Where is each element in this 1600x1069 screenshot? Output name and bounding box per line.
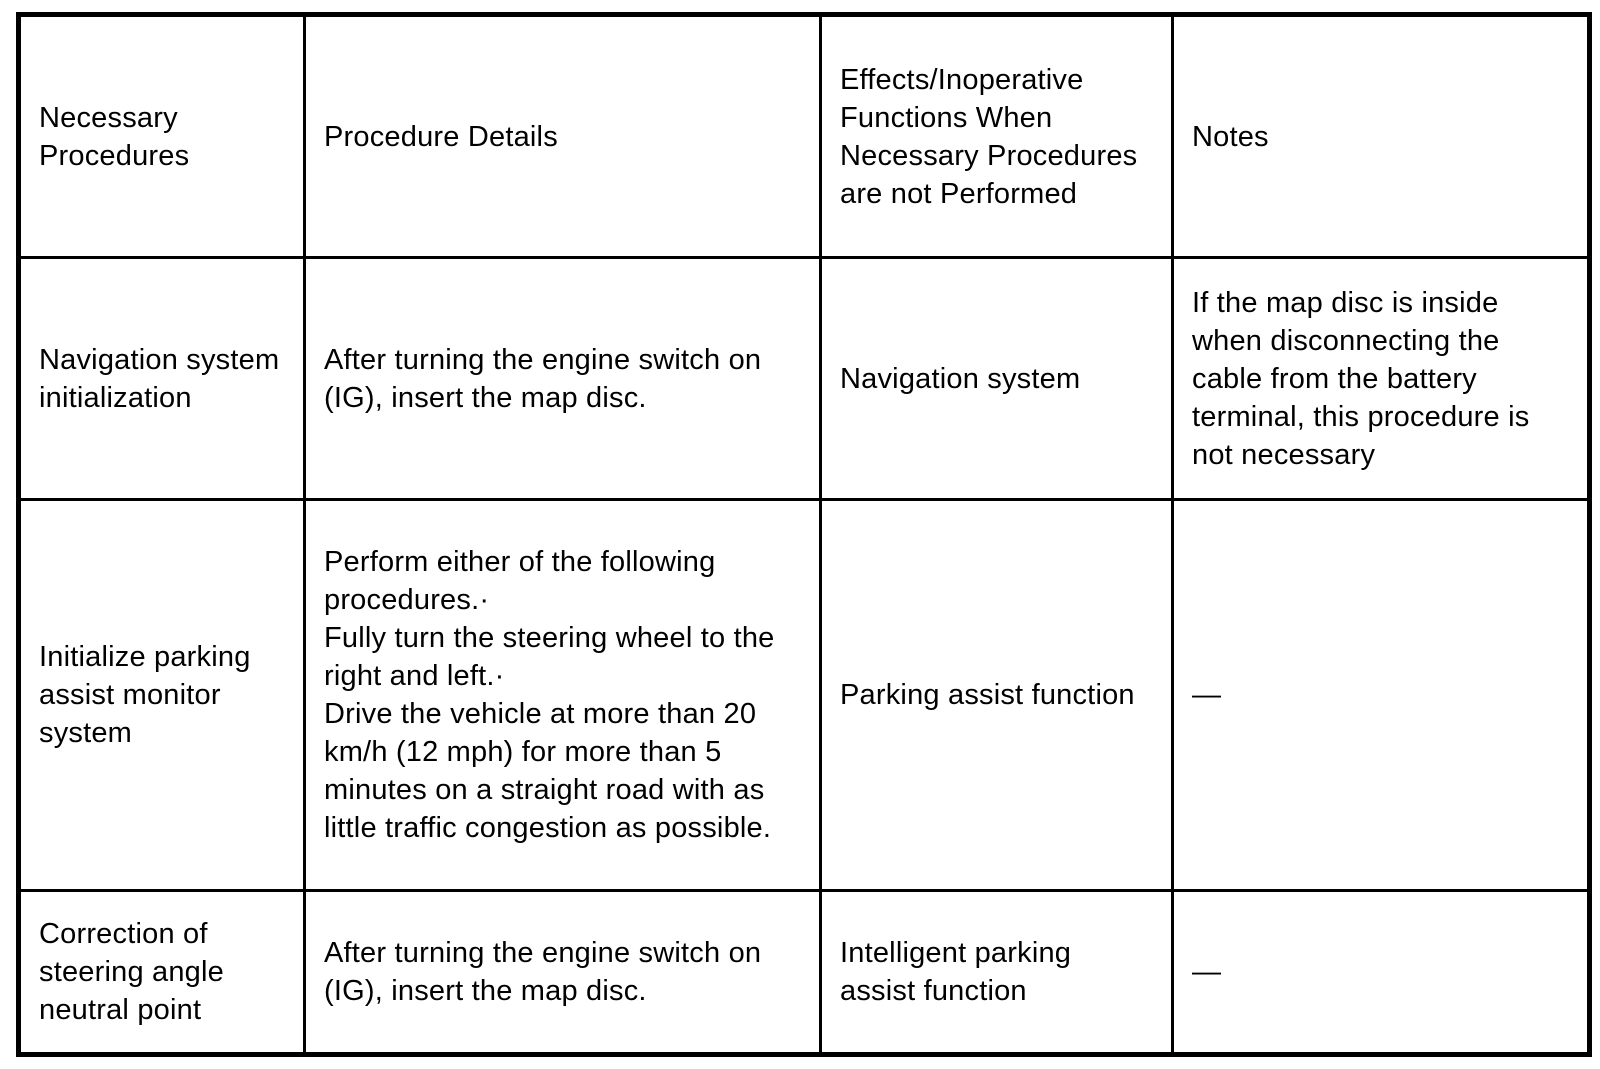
table-row-parking-assist-initialization: Initialize parking assist monitor system… [17, 498, 1591, 892]
table-header-row: Necessary Procedures Procedure Details E… [17, 13, 1591, 259]
cell-necessary-procedure: Navigation system initialization [17, 256, 306, 501]
cell-notes-dash: — [1171, 498, 1591, 892]
cell-necessary-procedure: Correction of steering angle neutral poi… [17, 889, 306, 1056]
cell-effects: Parking assist function [819, 498, 1174, 892]
cell-procedure-details: Perform either of the following procedur… [303, 498, 822, 892]
cell-procedure-details: After turning the engine switch on (IG),… [303, 256, 822, 501]
cell-effects: Intelligent parking assist function [819, 889, 1174, 1056]
table-row-navigation-initialization: Navigation system initialization After t… [17, 256, 1591, 501]
cell-procedure-details: After turning the engine switch on (IG),… [303, 889, 822, 1056]
cell-notes-dash: — [1171, 889, 1591, 1056]
header-effects: Effects/Inoperative Functions When Neces… [819, 13, 1174, 259]
header-necessary-procedures: Necessary Procedures [17, 13, 306, 259]
cell-effects: Navigation system [819, 256, 1174, 501]
procedures-table: Necessary Procedures Procedure Details E… [16, 12, 1592, 1057]
cell-necessary-procedure: Initialize parking assist monitor system [17, 498, 306, 892]
header-notes: Notes [1171, 13, 1591, 259]
header-procedure-details: Procedure Details [303, 13, 822, 259]
table-row-steering-angle-correction: Correction of steering angle neutral poi… [17, 889, 1591, 1056]
cell-notes: If the map disc is inside when disconnec… [1171, 256, 1591, 501]
